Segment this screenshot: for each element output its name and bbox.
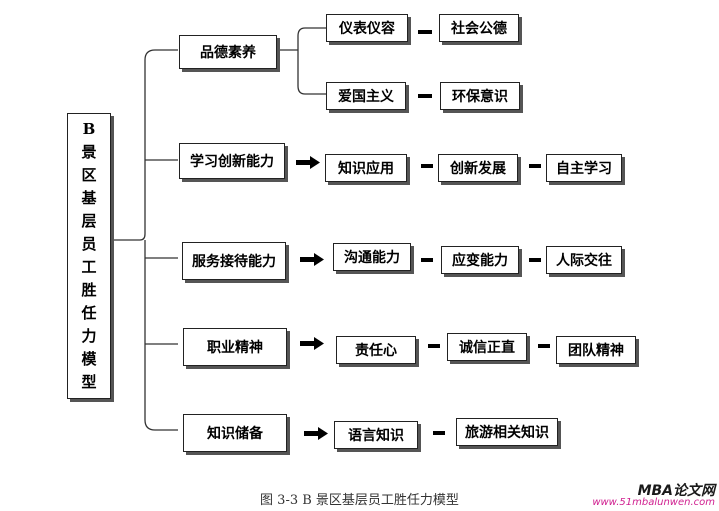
root-char: 胜 <box>81 281 97 299</box>
dash-service-1 <box>421 258 433 262</box>
root-char: 基 <box>81 189 97 207</box>
main-brace-lower <box>144 240 178 431</box>
root-char: 区 <box>81 166 97 184</box>
watermark-brand: MBA论文网 <box>637 483 715 499</box>
dash-moral-2 <box>418 94 432 98</box>
category-service: 服务接待能力 <box>182 242 286 280</box>
root-char: 工 <box>81 258 97 276</box>
item-moral-patriotism: 爱国主义 <box>326 82 406 110</box>
category-knowledge: 知识储备 <box>183 414 287 452</box>
root-char: 员 <box>81 235 97 253</box>
root-char: 层 <box>81 212 97 230</box>
item-moral-appearance: 仪表仪容 <box>326 14 408 42</box>
main-brace <box>112 49 178 241</box>
arrow-spirit <box>300 337 324 350</box>
item-learning-self-study: 自主学习 <box>546 154 622 182</box>
dash-moral-1 <box>418 30 432 34</box>
root-char: 型 <box>81 373 97 391</box>
item-spirit-teamwork: 团队精神 <box>556 336 636 364</box>
dash-service-2 <box>529 258 541 262</box>
dash-knowledge-1 <box>433 431 445 435</box>
root-char: 任 <box>81 304 97 322</box>
item-moral-social-ethics: 社会公德 <box>439 14 519 42</box>
arrow-knowledge <box>304 427 328 440</box>
root-char: 景 <box>81 143 97 161</box>
dash-spirit-2 <box>538 344 550 348</box>
dash-learning-2 <box>529 164 541 168</box>
item-learning-innovation: 创新发展 <box>438 154 518 182</box>
moral-brace <box>277 27 326 95</box>
item-knowledge-tourism: 旅游相关知识 <box>456 418 558 446</box>
root-node: B 景 区 基 层 员 工 胜 任 力 模 型 <box>67 113 111 399</box>
category-spirit: 职业精神 <box>183 328 287 366</box>
category-learning: 学习创新能力 <box>179 143 285 179</box>
item-moral-environment: 环保意识 <box>440 82 520 110</box>
root-char: B <box>82 120 96 138</box>
figure-caption: 图 3-3 B 景区基层员工胜任力模型 <box>260 493 459 508</box>
arrow-learning <box>296 156 320 169</box>
dash-spirit-1 <box>428 344 440 348</box>
arrow-service <box>300 253 324 266</box>
item-service-communication: 沟通能力 <box>333 243 411 271</box>
root-char: 模 <box>81 350 97 368</box>
item-service-adaptability: 应变能力 <box>441 246 519 274</box>
watermark-url: www.51mbalunwen.com <box>592 497 715 508</box>
category-moral: 品德素养 <box>179 35 277 69</box>
item-spirit-responsibility: 责任心 <box>336 336 416 364</box>
item-learning-application: 知识应用 <box>325 154 407 182</box>
item-spirit-integrity: 诚信正直 <box>447 333 527 361</box>
item-service-interpersonal: 人际交往 <box>546 246 622 274</box>
root-char: 力 <box>81 327 97 345</box>
dash-learning-1 <box>421 164 433 168</box>
item-knowledge-language: 语言知识 <box>334 421 418 449</box>
